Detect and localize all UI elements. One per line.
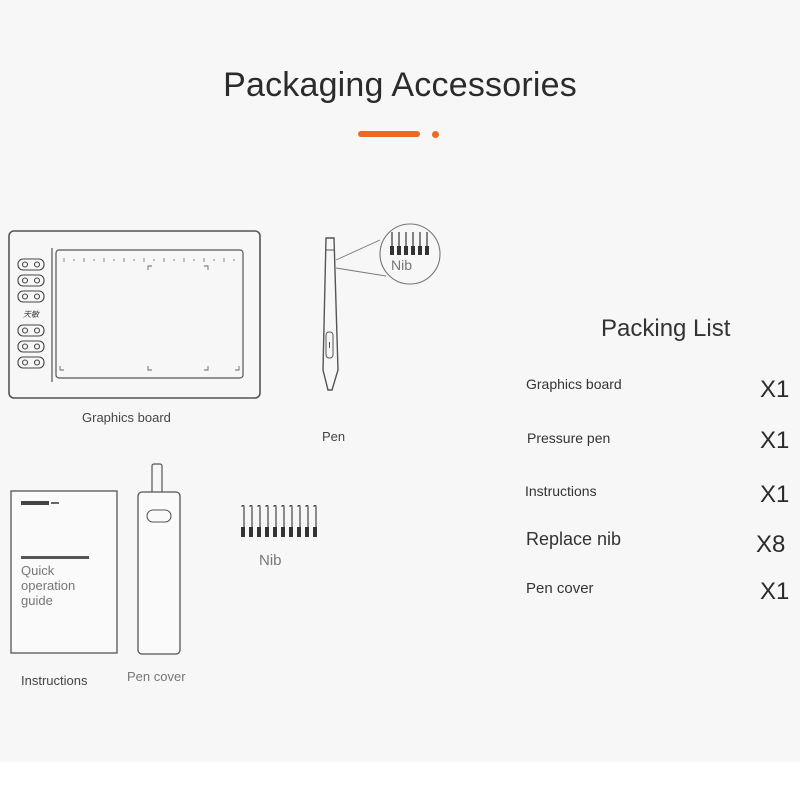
packing-item-label: Graphics board: [526, 376, 622, 392]
instructions-caption: Instructions: [21, 673, 88, 688]
packing-item-qty: X1: [760, 578, 790, 605]
booklet-line-3: guide: [21, 593, 53, 608]
bottom-band: [0, 762, 800, 800]
board-logo: 天敏: [23, 310, 40, 319]
nibs-illustration: [241, 505, 317, 537]
graphics-board-illustration: 天敏: [8, 230, 261, 399]
packing-list-title: Packing List: [601, 315, 731, 342]
packing-item-label: Instructions: [525, 483, 597, 499]
packing-item-label: Pressure pen: [527, 430, 611, 446]
pen-caption: Pen: [322, 429, 346, 444]
pen-cover-caption: Pen cover: [127, 669, 186, 684]
packing-item-label: Replace nib: [526, 529, 622, 549]
packing-item-qty: X1: [760, 427, 790, 454]
packing-item-qty: X1: [760, 481, 790, 508]
nib-callout-label: Nib: [391, 257, 413, 273]
pen-illustration: [322, 223, 441, 391]
pen-cover-illustration: [137, 463, 181, 655]
packing-item-qty: X8: [756, 531, 786, 558]
packing-item-label: Pen cover: [526, 580, 594, 597]
booklet-line-2: operation: [21, 578, 76, 593]
title-accent-bar: [358, 131, 420, 137]
nib-caption: Nib: [259, 552, 282, 569]
graphics-board-caption: Graphics board: [82, 410, 171, 425]
packing-item-qty: X1: [760, 376, 790, 403]
page-title: Packaging Accessories: [223, 66, 577, 104]
instructions-booklet-illustration: [10, 490, 118, 654]
booklet-line-1: Quick: [21, 563, 55, 578]
title-accent-dot: [432, 131, 439, 138]
